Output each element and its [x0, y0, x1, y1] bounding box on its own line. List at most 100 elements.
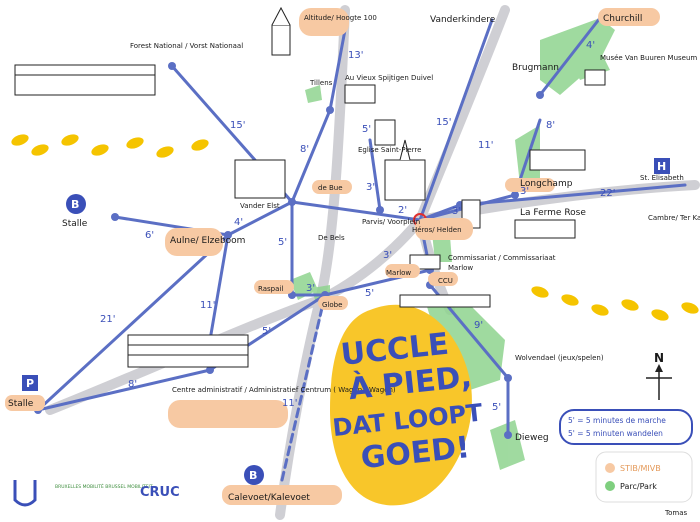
svg-text:B: B — [249, 469, 257, 482]
road-diagonal-west — [45, 215, 425, 415]
node-stalle-b — [111, 213, 119, 221]
node-altitude — [326, 106, 334, 114]
legend-line-2: 5' = 5 minuten wandelen — [568, 429, 663, 438]
park-dieweg — [490, 420, 525, 470]
svg-text:B: B — [71, 198, 79, 211]
label-cambre: Cambre/ Ter Kameren — [648, 214, 700, 222]
time-stalle-centre: 8' — [128, 379, 137, 390]
node-wolvendael — [504, 374, 512, 382]
ferme-rose-building — [514, 219, 576, 239]
centre-admin-building — [127, 334, 249, 368]
label-longchamp: Longchamp — [520, 179, 573, 189]
label-altitude: Altitude/ Hoogte 100 — [304, 14, 377, 22]
train-badge-calevoet: B — [244, 465, 264, 485]
time-brugmann-longchamp: 8' — [546, 120, 555, 131]
label-st-elisabeth: St. Elisabeth — [640, 174, 684, 182]
cruc-logo: CRUC — [140, 485, 180, 500]
label-raspail: Raspail — [258, 285, 283, 293]
label-vander-elst: Vander Elst — [240, 202, 280, 210]
park-wolvendael — [425, 300, 505, 390]
park-van-buuren — [540, 18, 615, 95]
node-centre — [206, 366, 214, 374]
label-brugmann: Brugmann — [512, 63, 559, 73]
label-aulne: Aulne/ Elzeboom — [170, 236, 245, 246]
time-heros-longchamp: 3' — [520, 186, 529, 197]
logos: BRUXELLES MOBILITÉ BRUSSEL MOBILITEIT CR… — [13, 480, 180, 507]
label-musee: Musée Van Buuren Museum — [600, 54, 697, 62]
label-eglise: Eglise Saint-Pierre — [358, 146, 421, 154]
legend: 5' = 5 minutes de marche 5' = 5 minuten … — [559, 409, 693, 503]
label-de-bue: de Bue — [318, 184, 343, 192]
node-dieweg — [504, 431, 512, 439]
label-ccu: CCU — [438, 277, 453, 285]
buildings — [14, 6, 606, 368]
tillens-building — [344, 84, 376, 104]
label-vanderkindere: Vanderkindere — [430, 15, 496, 25]
vander-elst-building — [234, 159, 286, 199]
time-aulne-centre: 11' — [200, 300, 215, 311]
route-vander-altitude — [290, 108, 332, 204]
parking-badge: P — [22, 375, 38, 391]
time-ccu-wolvendael: 9' — [474, 320, 483, 331]
time-heros-brugmann: 11' — [478, 140, 493, 151]
place-labels: Altitude/ Hoogte 100 Vanderkindere Churc… — [8, 14, 700, 503]
park-raspail — [290, 272, 318, 300]
time-vander-aulne: 4' — [234, 217, 243, 228]
label-parvis: Parvis/ Voorplein — [362, 218, 420, 226]
time-raspail-globe: 3' — [306, 283, 315, 294]
footprints — [11, 134, 699, 321]
time-parvis-north: 5' — [362, 124, 371, 135]
label-dieweg: Dieweg — [515, 433, 549, 443]
label-centre-admin: Centre administratif / Administratief Ce… — [172, 386, 396, 394]
time-calevoet: 11' — [282, 398, 297, 409]
bruxelles-mobilite-logo: BRUXELLES MOBILITÉ BRUSSEL MOBILITEIT — [55, 482, 153, 490]
label-marlow: Marlow — [386, 269, 411, 277]
forest-national-building — [14, 64, 156, 96]
time-vander-north: 8' — [300, 144, 309, 155]
legend-parc: Parc/Park — [620, 482, 657, 491]
label-heros: Héros/ Helden — [412, 226, 462, 234]
time-vander-heros: 2' — [398, 205, 407, 216]
route-altitude-top — [328, 28, 347, 112]
time-wolvendael-dieweg: 5' — [492, 402, 501, 413]
train-badge-stalle: B — [66, 194, 86, 214]
slogan: UCCLE À PIED, DAT LOOPT GOED! — [331, 327, 484, 477]
walk-times: 13' 15' 8' 15' 11' 8' 4' 5' 3' 3' 3' 22'… — [100, 40, 615, 413]
label-wolvendael: Wolvendael (jeux/spelen) — [515, 354, 604, 362]
time-stalle-aulne: 21' — [100, 314, 115, 325]
node-longchamp — [511, 191, 519, 199]
route-vander-heros — [290, 200, 422, 222]
node-aulne — [224, 231, 232, 239]
label-de-bels: De Bels — [318, 234, 345, 242]
ccu-building — [399, 294, 491, 308]
artist-signature: Tomas — [664, 509, 687, 517]
node-vander-elst — [288, 198, 296, 206]
label-globe: Globe — [322, 301, 342, 309]
label-stalle-p: Stalle — [8, 399, 34, 409]
label-calevoet: Calevoet/Kalevoet — [228, 493, 310, 503]
time-churchill: 4' — [586, 40, 595, 51]
spijtigen-building — [374, 119, 396, 146]
node-forest — [168, 62, 176, 70]
route-ferme-cambre — [458, 183, 687, 207]
time-parvis-south: 3' — [366, 182, 375, 193]
longchamp-building — [529, 149, 586, 171]
route-heros-ferme — [418, 203, 462, 222]
legend-stib: STIB/MIVB — [620, 464, 661, 473]
route-nodes — [34, 62, 544, 439]
svg-text:H: H — [657, 160, 666, 173]
route-centre-stalle — [36, 368, 212, 412]
label-churchill: Churchill — [603, 14, 642, 24]
time-st-elisabeth: 22' — [600, 188, 615, 199]
route-brugmann-churchill — [538, 16, 602, 97]
eglise-building — [384, 159, 426, 201]
parks — [290, 18, 615, 470]
node-brugmann — [536, 91, 544, 99]
route-stalle-aulne — [36, 233, 230, 412]
svg-text:P: P — [26, 377, 34, 390]
time-aulne-stalle: 6' — [145, 230, 154, 241]
svg-text:N: N — [654, 351, 664, 365]
route-heros-vanderkindere — [418, 18, 494, 222]
label-vieux-spijtigen: Au Vieux Spijtigen Duivel — [345, 74, 433, 82]
